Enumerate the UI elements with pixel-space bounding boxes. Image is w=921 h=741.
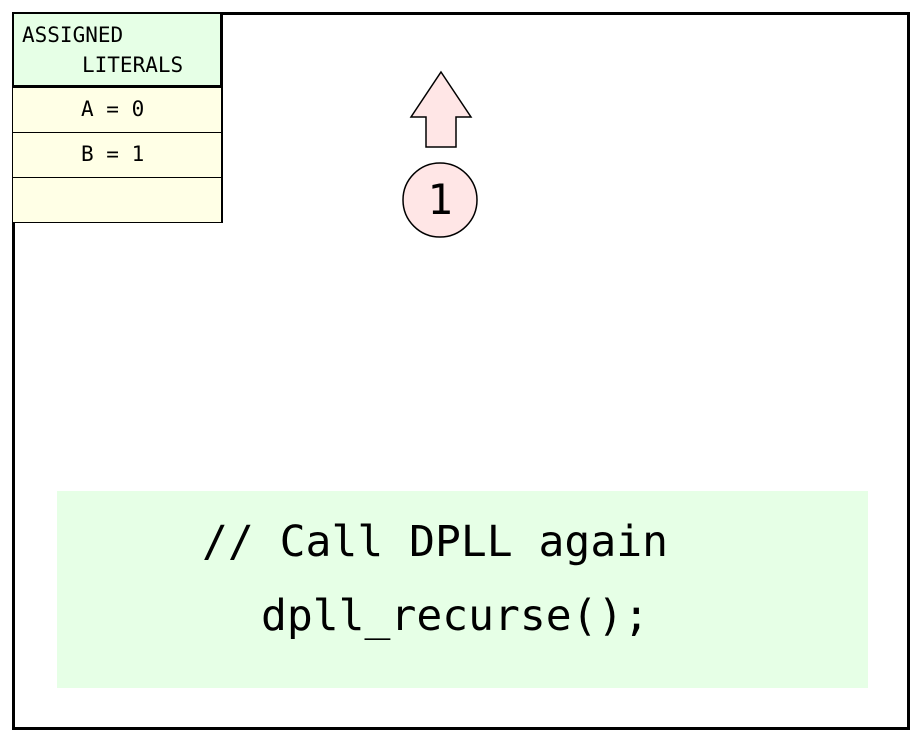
code-comment: // Call DPLL again: [202, 517, 668, 567]
step-marker: 1: [402, 70, 478, 238]
code-box: // Call DPLL again dpll_recurse();: [57, 491, 868, 688]
literal-row: A = 0: [12, 88, 223, 133]
code-statement: dpll_recurse();: [261, 591, 650, 641]
step-number: 1: [427, 175, 452, 224]
header-line-1: ASSIGNED: [22, 23, 124, 47]
assigned-literals-table: ASSIGNED LITERALS A = 0 B = 1: [12, 12, 223, 223]
up-arrow-icon: [409, 70, 473, 148]
literal-row: [12, 178, 223, 223]
header-line-2: LITERALS: [82, 53, 184, 77]
step-circle: [402, 162, 478, 238]
assigned-literals-header: ASSIGNED LITERALS: [12, 12, 223, 88]
literal-row: B = 1: [12, 133, 223, 178]
